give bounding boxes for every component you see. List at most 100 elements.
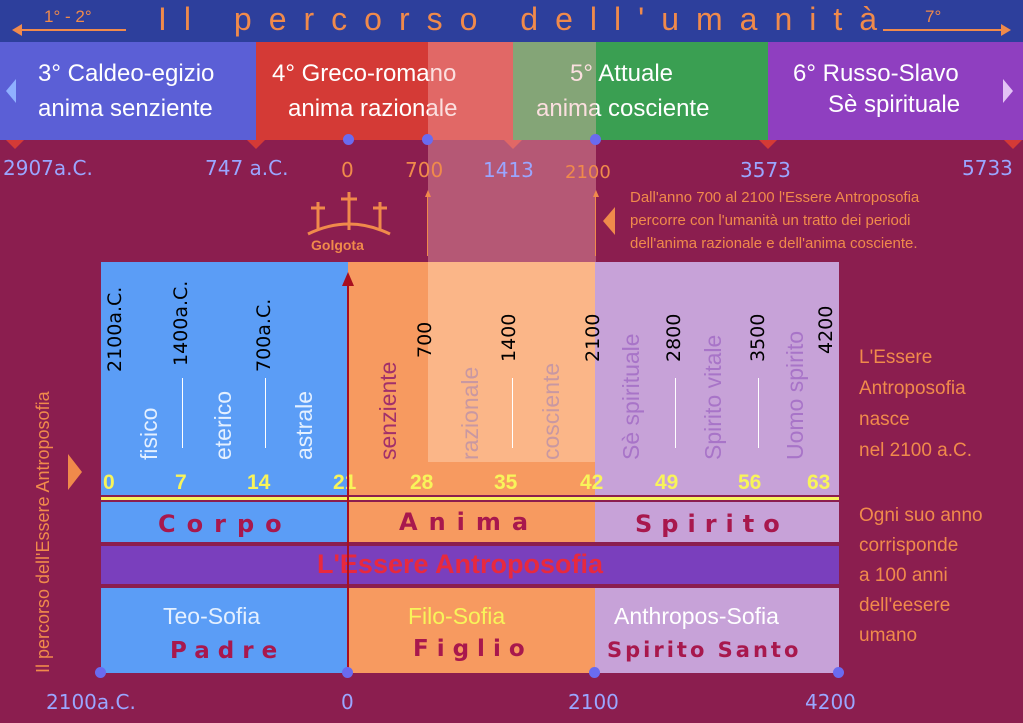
antroposofia-span-lower bbox=[428, 262, 595, 462]
corpo-column bbox=[101, 262, 348, 495]
age-label: 7 bbox=[175, 471, 187, 494]
period-right-arrow bbox=[1003, 79, 1013, 103]
period-4-block bbox=[256, 42, 513, 140]
period-marker bbox=[247, 140, 265, 149]
header-right-label: 7° bbox=[925, 7, 942, 26]
stage-name: Uomo spirito bbox=[782, 330, 808, 460]
age-axis-line bbox=[101, 497, 839, 500]
period-3-title: 3° Caldeo-egizio bbox=[38, 60, 215, 87]
date-label: 2907a.C. bbox=[3, 156, 93, 180]
antroposofia-span-upper bbox=[428, 42, 596, 267]
period-left-arrow bbox=[6, 79, 16, 103]
stage-name: Spirito vitale bbox=[700, 334, 726, 460]
age-label: 35 bbox=[494, 471, 518, 494]
stage-year: 2100 bbox=[582, 313, 604, 362]
up-arrow-2100 bbox=[593, 190, 599, 197]
stage-year: 2800 bbox=[663, 313, 685, 362]
side-text-line: nasce bbox=[859, 409, 910, 430]
antroposofia-band bbox=[101, 546, 839, 584]
filo-sofia-label: Filo-Sofia bbox=[408, 603, 506, 629]
teo-sofia-label: Teo-Sofia bbox=[163, 603, 261, 629]
vertical-title: Il percorso dell'Essere Antroposofia bbox=[33, 391, 53, 673]
padre-label: Padre bbox=[170, 638, 286, 664]
header-left-arrow bbox=[18, 29, 126, 31]
age-label: 0 bbox=[103, 471, 115, 494]
zero-axis-line bbox=[347, 285, 349, 675]
page-title: Il percorso dell'umanità bbox=[158, 1, 895, 37]
header-left-label: 1° - 2° bbox=[44, 7, 92, 26]
date-label: 2100 bbox=[565, 162, 611, 183]
stage-year: 2100a.C. bbox=[104, 286, 126, 372]
stage-year: 700a.C. bbox=[253, 298, 275, 372]
stage-divider bbox=[265, 378, 266, 448]
side-text-line: umano bbox=[859, 625, 918, 646]
zero-axis-arrowhead bbox=[342, 272, 354, 286]
timeline-dot bbox=[590, 134, 601, 145]
header-right-arrow bbox=[883, 29, 1003, 31]
age-label: 56 bbox=[738, 471, 762, 494]
anthropos-sofia-label: Anthropos-Sofia bbox=[614, 603, 779, 629]
anthropos-sofia-box bbox=[595, 588, 839, 673]
timeline-dot bbox=[95, 667, 106, 678]
age-label: 21 bbox=[333, 471, 357, 494]
spirito-column bbox=[595, 262, 839, 495]
period-marker bbox=[6, 140, 24, 149]
period-5-title: 5° Attuale bbox=[570, 60, 674, 87]
period-6-block bbox=[768, 42, 1023, 140]
bottom-date: 2100 bbox=[568, 690, 619, 714]
date-label: 700 bbox=[405, 158, 444, 182]
section-spirito-label: Spirito bbox=[635, 510, 789, 538]
note-line-1: Dall'anno 700 al 2100 l'Essere Antroposo… bbox=[630, 189, 920, 206]
figlio-label: Figlio bbox=[413, 636, 533, 662]
section-anima-label: Anima bbox=[399, 508, 540, 536]
section-anima-bg bbox=[348, 502, 595, 542]
period-marker bbox=[1004, 140, 1022, 149]
header-bar bbox=[0, 0, 1023, 42]
period-4-title: 4° Greco-romano bbox=[272, 60, 457, 87]
period-marker bbox=[504, 140, 522, 149]
header-left-arrowhead bbox=[12, 24, 22, 36]
date-label: 5733 bbox=[962, 156, 1013, 180]
period-marker bbox=[759, 140, 777, 149]
side-text-line: nel 2100 a.C. bbox=[859, 440, 973, 461]
section-corpo-bg bbox=[101, 502, 348, 542]
teo-sofia-box bbox=[101, 588, 348, 673]
stage-name: senziente bbox=[375, 361, 401, 460]
bottom-date: 2100a.C. bbox=[46, 690, 136, 714]
stage-name: Sè spirituale bbox=[618, 333, 644, 460]
filo-sofia-box bbox=[348, 588, 595, 673]
section-spirito-bg bbox=[595, 502, 839, 542]
date-label: 747 a.C. bbox=[205, 156, 289, 180]
timeline-dot bbox=[833, 667, 844, 678]
period-5-soul: anima cosciente bbox=[536, 95, 710, 122]
stage-name: razionale bbox=[457, 366, 483, 460]
side-text-line: Ogni suo anno bbox=[859, 505, 983, 526]
golgota-crosses-icon bbox=[307, 192, 391, 236]
timeline-dot bbox=[342, 667, 353, 678]
period-4-soul: anima razionale bbox=[288, 95, 458, 122]
stage-name: eterico bbox=[210, 390, 236, 460]
up-arrow-700-shaft bbox=[427, 196, 428, 256]
up-arrow-700 bbox=[425, 190, 431, 197]
note-line-2: percorre con l'umanità un tratto dei per… bbox=[630, 212, 911, 229]
stage-year: 3500 bbox=[747, 313, 769, 362]
stage-year: 700 bbox=[414, 321, 436, 358]
bottom-date: 0 bbox=[341, 690, 354, 714]
stage-year: 1400 bbox=[498, 313, 520, 362]
period-3-soul: anima senziente bbox=[38, 95, 213, 122]
timeline-dot bbox=[343, 134, 354, 145]
period-5-block bbox=[513, 42, 768, 140]
stage-year: 1400a.C. bbox=[170, 280, 192, 366]
stage-name: fisico bbox=[136, 407, 162, 460]
age-label: 28 bbox=[410, 471, 434, 494]
age-label: 42 bbox=[580, 471, 604, 494]
age-label: 63 bbox=[807, 471, 831, 494]
age-label: 14 bbox=[247, 471, 271, 494]
date-label: 3573 bbox=[740, 158, 791, 182]
timeline-dot bbox=[422, 134, 433, 145]
stage-divider bbox=[758, 378, 759, 448]
stage-divider bbox=[182, 378, 183, 448]
side-text-line: L'Essere bbox=[859, 347, 933, 368]
period-6-soul: Sè spirituale bbox=[828, 91, 961, 118]
